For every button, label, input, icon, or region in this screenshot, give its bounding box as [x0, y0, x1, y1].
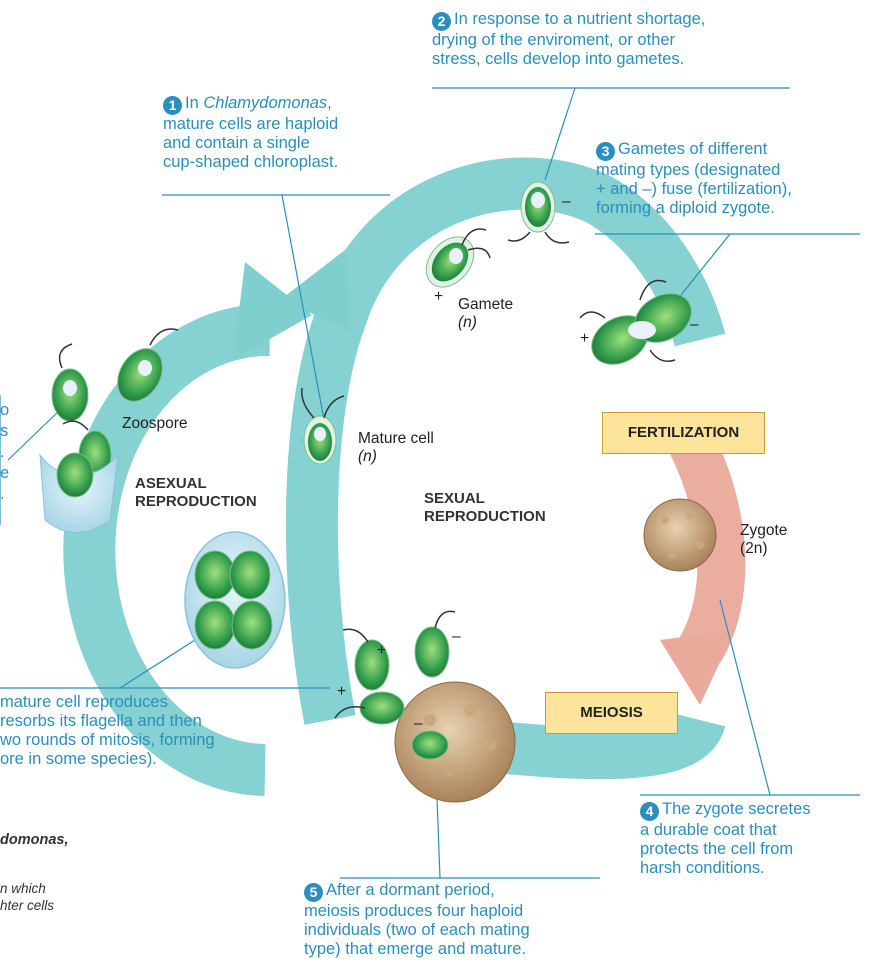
mature-cell-label: Mature cell (n) [358, 430, 434, 466]
plus-sign-meiosis-1: + [377, 642, 386, 660]
legend-text-fragment: n which hter cells [0, 880, 54, 914]
step-2-number: 2 [432, 12, 451, 31]
sporangium-four-cells [185, 532, 285, 668]
meiosis-box: MEIOSIS [545, 692, 678, 734]
zygote-graphic [644, 499, 716, 571]
left-partial-caption: o s . e . [0, 400, 9, 505]
zoospore-label: Zoospore [122, 415, 187, 433]
minus-sign-meiosis-2: – [414, 715, 423, 733]
asexual-arrowhead [233, 262, 312, 360]
sexual-reproduction-label: SEXUAL REPRODUCTION [424, 490, 546, 526]
gamete-label: Gamete (n) [458, 296, 513, 332]
fertilization-box: FERTILIZATION [602, 412, 765, 454]
step-4-number: 4 [640, 802, 659, 821]
minus-sign-meiosis-1: – [452, 628, 461, 646]
step-3-number: 3 [596, 142, 615, 161]
asexual-caption: mature cell reproduces resorbs its flage… [0, 693, 215, 769]
plus-sign-fusing: + [580, 330, 589, 348]
plus-sign-meiosis-2: + [337, 683, 346, 701]
minus-sign-top-gamete: – [562, 193, 571, 211]
plus-sign-gamete: + [434, 288, 443, 306]
step-1-number: 1 [163, 96, 182, 115]
minus-sign-fusing: – [690, 316, 699, 334]
zygote-label: Zygote (2n) [740, 522, 787, 558]
step-5-number: 5 [304, 883, 323, 902]
asexual-reproduction-label: ASEXUAL REPRODUCTION [135, 475, 257, 511]
legend-title-fragment: domonas, [0, 832, 68, 849]
